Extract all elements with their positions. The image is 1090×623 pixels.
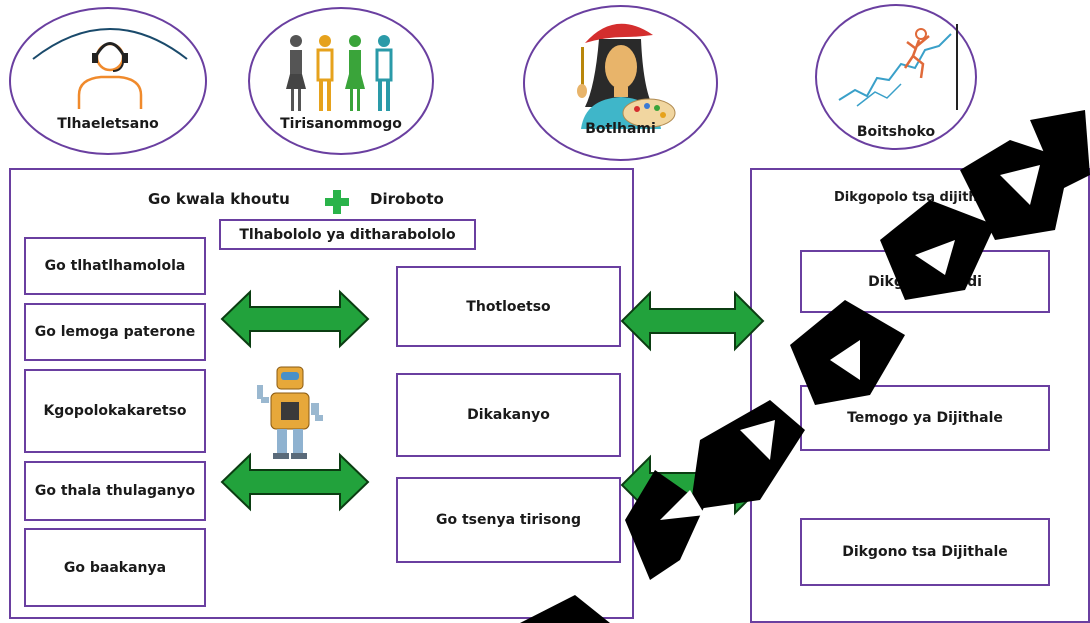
left-box: Go thala thulaganyo bbox=[24, 461, 206, 521]
headset-person-icon bbox=[32, 28, 188, 109]
oval-label: Tirisanommogo bbox=[280, 116, 402, 132]
oval-label: Botlhami bbox=[585, 121, 656, 137]
digital-box: Dikgopo boadi bbox=[800, 250, 1050, 313]
digital-box: Temogo ya Dijithale bbox=[800, 385, 1050, 451]
right-box: Thotloetso bbox=[396, 266, 621, 347]
oval-boitshoko: Boitshoko bbox=[815, 4, 977, 150]
double-arrow-bottom-left bbox=[220, 452, 370, 512]
right-box: Go tsenya tirisong bbox=[396, 477, 621, 563]
robots-title: Diroboto bbox=[370, 190, 444, 208]
plus-icon bbox=[325, 190, 349, 214]
right-box: Dikakanyo bbox=[396, 373, 621, 457]
digital-box: Dikgono tsa Dijithale bbox=[800, 518, 1050, 586]
artist-painter-icon bbox=[577, 23, 676, 129]
oval-botlhami: Botlhami bbox=[523, 5, 718, 161]
oval-tirisanommogo: Tirisanommogo bbox=[248, 7, 434, 155]
digital-concepts-title: Dikgopolo tsa dijithe bbox=[834, 190, 987, 205]
climber-icon bbox=[838, 24, 958, 110]
left-box: Go tlhatlhamolola bbox=[24, 237, 206, 295]
coding-title: Go kwala khoutu bbox=[148, 190, 290, 208]
oval-tlhaeletsano: Tlhaeletsano bbox=[9, 7, 207, 155]
left-box: Go lemoga paterone bbox=[24, 303, 206, 361]
subtitle-box: Tlhabololo ya ditharabololo bbox=[219, 219, 476, 250]
oval-label: Tlhaeletsano bbox=[57, 116, 159, 132]
group-of-people-icon bbox=[286, 35, 393, 111]
oval-label: Boitshoko bbox=[856, 124, 936, 140]
left-box: Kgopolokakaretso bbox=[24, 369, 206, 453]
robot-icon bbox=[257, 366, 323, 459]
double-arrow-bottom-right bbox=[620, 454, 765, 516]
left-box: Go baakanya bbox=[24, 528, 206, 607]
double-arrow-top-left bbox=[220, 289, 370, 349]
double-arrow-top-right bbox=[620, 290, 765, 352]
